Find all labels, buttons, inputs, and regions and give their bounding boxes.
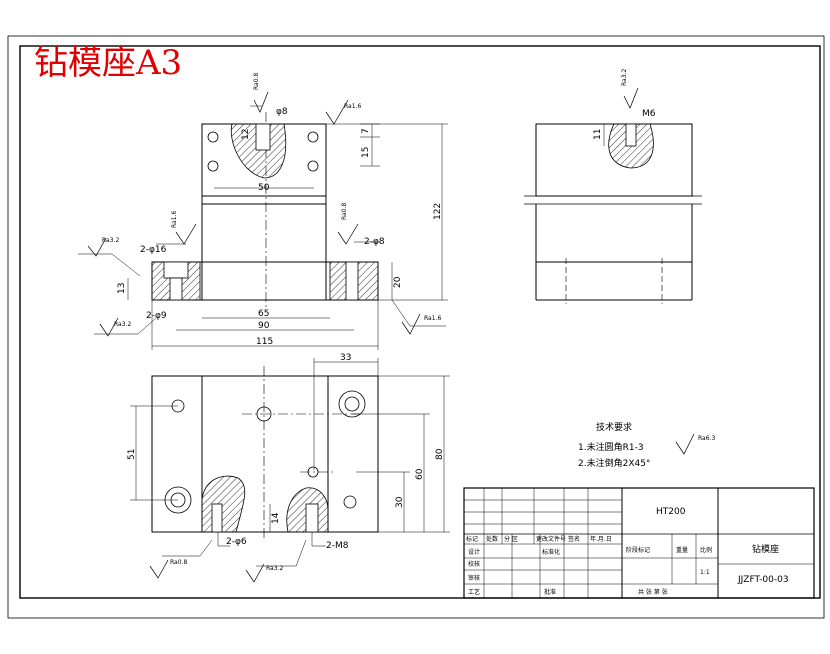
top-dimension-lines xyxy=(130,358,450,567)
dim-2phi9: 2-φ9 xyxy=(146,311,167,321)
top-counterbore-outer xyxy=(338,390,366,418)
dim-50: 50 xyxy=(258,183,270,193)
front-left-hole xyxy=(169,277,183,301)
roughness-front-2: Ra1.6 xyxy=(344,103,361,110)
roughness-top-1: Ra0.8 xyxy=(170,559,187,566)
tb-stage-mark: 阶段标记 xyxy=(626,546,650,554)
top-view xyxy=(151,366,379,540)
notes-line-2: 2.未注倒角2X45° xyxy=(578,457,650,469)
front-left-counterbore xyxy=(163,261,189,279)
dim-14: 14 xyxy=(271,512,281,524)
front-top-hole xyxy=(255,123,271,151)
dim-122: 122 xyxy=(433,203,443,220)
tb-part-name: 钻模座 xyxy=(752,543,779,555)
notes-roughness-label: Ra6.3 xyxy=(698,435,715,442)
dim-2phi6: 2-φ6 xyxy=(226,537,247,547)
roughness-top-2: Ra3.2 xyxy=(266,565,283,572)
tb-sheets: 共 张 第 张 xyxy=(638,588,668,596)
roughness-front-5: Ra3.2 xyxy=(102,237,119,244)
tb-row-sign: 签名 xyxy=(568,535,580,543)
notes-line-1: 1.未注圆角R1-3 xyxy=(578,441,644,453)
top-hole-lower-right xyxy=(343,495,357,509)
dim-65: 65 xyxy=(258,309,269,319)
dim-M6: M6 xyxy=(642,109,656,119)
tb-material: HT200 xyxy=(656,507,686,517)
front-top-bolt-hole-3 xyxy=(207,160,219,172)
tb-row-docno: 更改文件号 xyxy=(536,535,566,543)
dim-7: 7 xyxy=(361,128,371,134)
inner-border xyxy=(19,45,821,599)
front-dimension-lines xyxy=(78,105,448,350)
roughness-front-6: Ra3.2 xyxy=(114,321,131,328)
notes-roughness-symbol xyxy=(675,433,695,455)
tb-designer: 设计 xyxy=(468,548,480,556)
dim-30: 30 xyxy=(395,496,405,508)
notes-heading: 技术要求 xyxy=(596,421,632,433)
dim-115: 115 xyxy=(256,337,273,347)
roughness-front-1: Ra0.8 xyxy=(253,73,260,90)
roughness-symbols-front xyxy=(87,91,421,337)
tb-drawing-no: JJZFT-00-03 xyxy=(737,575,789,585)
tb-row-mark: 标记 xyxy=(466,535,478,543)
tb-scale: 1:1 xyxy=(700,569,710,576)
tb-approve: 批准 xyxy=(544,588,556,596)
roughness-side: Ra3.2 xyxy=(621,69,628,86)
tb-audit: 审核 xyxy=(468,574,480,582)
top-left-section-hatch xyxy=(201,475,246,533)
dim-33: 33 xyxy=(340,353,351,363)
tb-ratio: 比例 xyxy=(700,546,712,554)
tb-row-date: 年.月.日 xyxy=(590,535,612,543)
title-block-grid xyxy=(463,487,815,599)
front-top-bolt-hole-2 xyxy=(307,131,319,143)
tb-process: 工艺 xyxy=(468,588,480,596)
front-top-section-hatch xyxy=(230,123,287,179)
front-right-hole xyxy=(345,261,359,301)
top-counterbore-inner xyxy=(344,396,360,412)
dim-90: 90 xyxy=(258,321,270,331)
tb-checker: 校核 xyxy=(468,560,480,568)
side-roughness-symbol xyxy=(623,87,639,109)
front-top-bolt-hole-1 xyxy=(207,131,219,143)
drawing-title: 钻模座A3 xyxy=(34,43,182,83)
roughness-symbols-top xyxy=(149,559,265,583)
dim-2phi16: 2-φ16 xyxy=(140,245,167,255)
top-right-tapped-hole xyxy=(305,503,319,533)
dim-12: 12 xyxy=(241,129,251,140)
dim-2phi8: 2-φ8 xyxy=(364,237,385,247)
front-top-bolt-hole-4 xyxy=(307,160,319,172)
dim-15: 15 xyxy=(361,147,371,158)
side-tapped-hole xyxy=(625,123,637,147)
tb-weight: 重量 xyxy=(676,546,688,554)
tb-row-count: 处数 xyxy=(486,535,498,543)
dim-13: 13 xyxy=(117,283,127,294)
dim-2M8: 2-M8 xyxy=(326,541,349,551)
dim-phi8: φ8 xyxy=(276,107,288,117)
dim-60: 60 xyxy=(415,468,425,480)
tb-standardize: 标准化 xyxy=(542,548,560,556)
roughness-front-7: Ra1.6 xyxy=(424,315,441,322)
top-left-pin-hole xyxy=(211,503,223,533)
top-hole-center xyxy=(256,406,272,422)
top-hole-small xyxy=(307,466,319,478)
tb-row-zone: 分 区 xyxy=(504,535,518,543)
dim-51: 51 xyxy=(127,449,137,460)
roughness-front-4: Ra0.8 xyxy=(341,203,348,220)
dim-80: 80 xyxy=(435,448,445,460)
dim-11: 11 xyxy=(593,129,603,140)
dim-20: 20 xyxy=(393,276,403,288)
outer-border xyxy=(7,35,825,619)
roughness-front-3: Ra1.6 xyxy=(171,211,178,228)
side-view xyxy=(524,123,702,304)
